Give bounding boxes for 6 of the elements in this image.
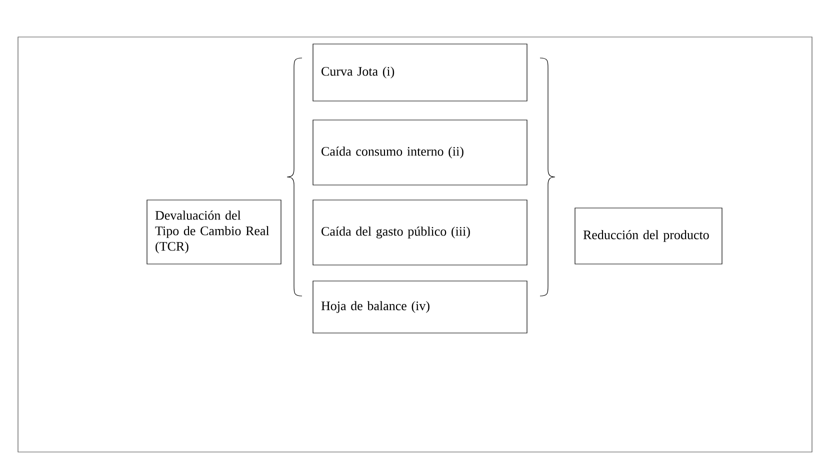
text-box: Hoja de balance (iv) bbox=[312, 280, 528, 334]
text-box: Devaluación del Tipo de Cambio Real (TCR) bbox=[146, 200, 282, 264]
text-box: Reducción del producto bbox=[574, 208, 722, 264]
text-box: Caída consumo interno (ii) bbox=[312, 120, 528, 186]
text-box: Curva Jota (i) bbox=[312, 44, 528, 102]
text-box: Caída del gasto público (iii) bbox=[312, 200, 528, 266]
